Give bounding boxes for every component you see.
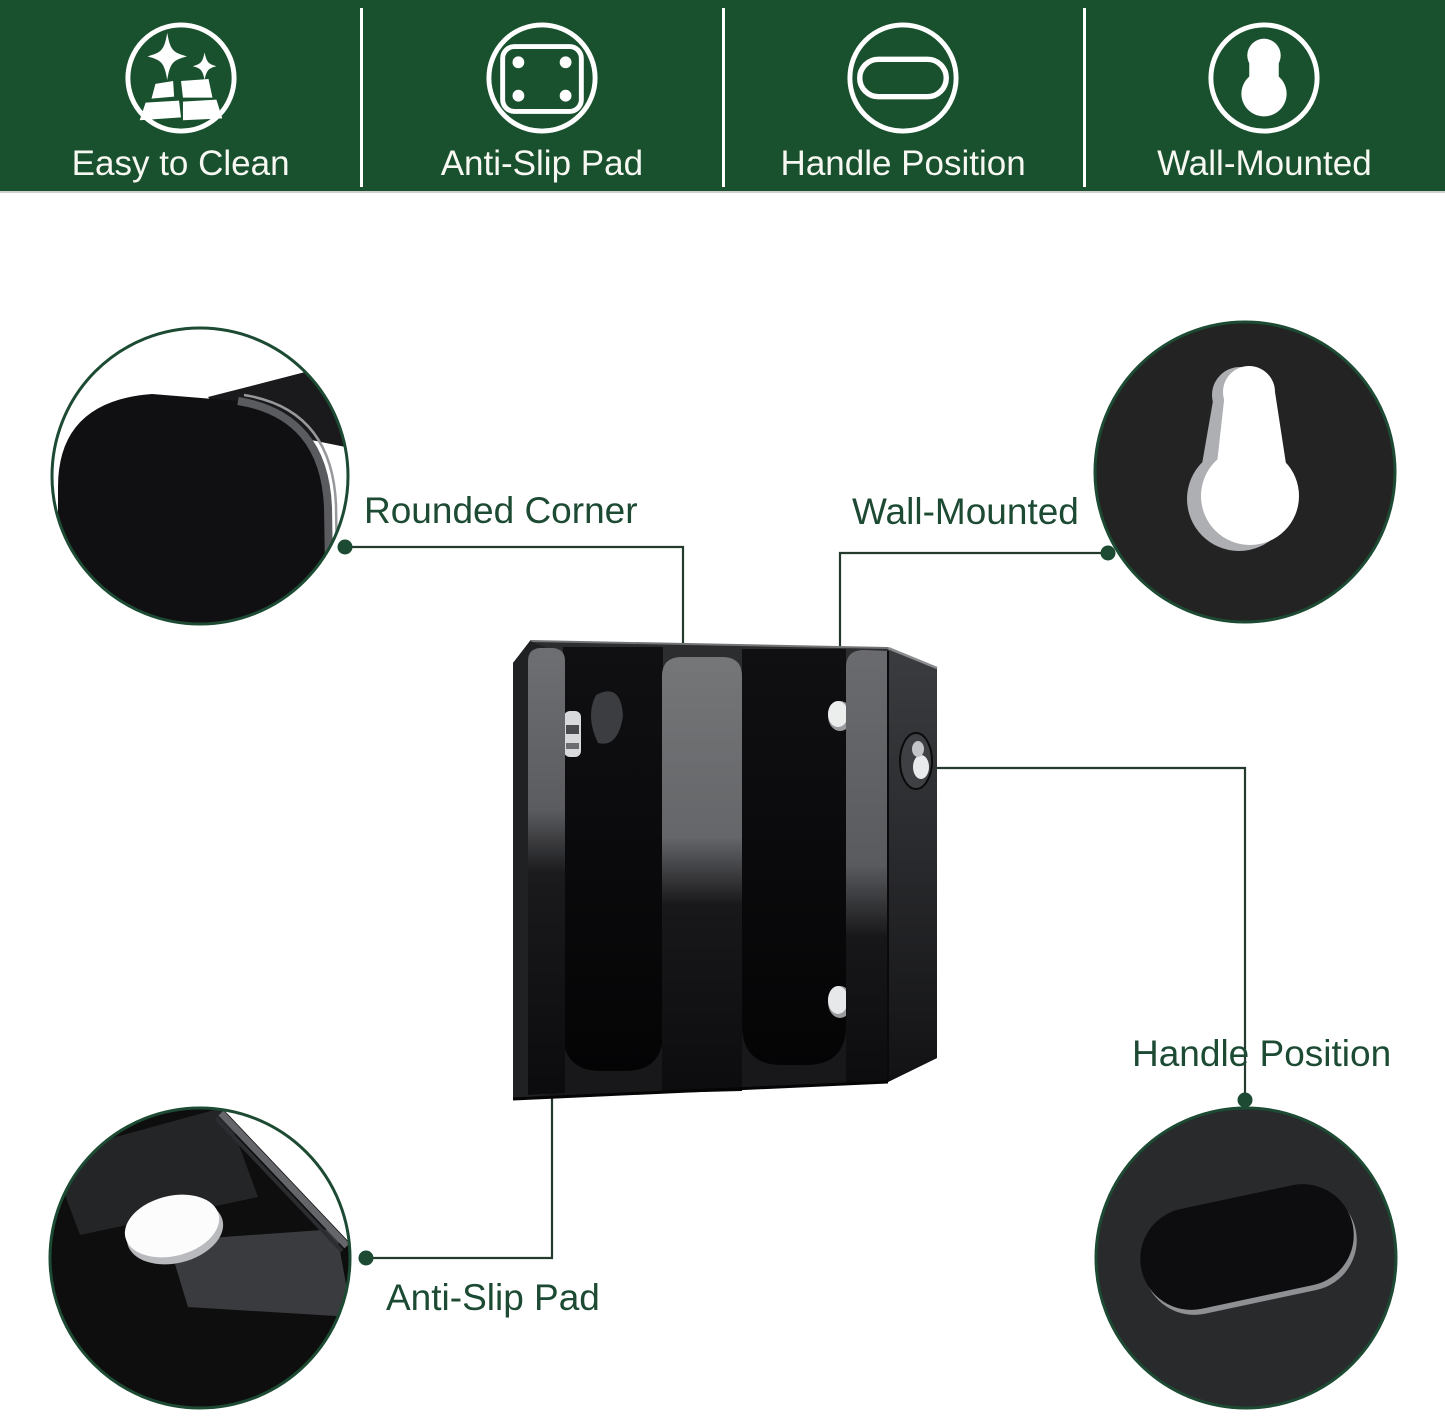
main-area: Rounded Corner Wall-Mounted Anti-Slip Pa… [0,195,1445,1423]
callout-label-rounded-corner: Rounded Corner [364,490,638,531]
rounded-corner-closeup-circle [50,326,350,626]
connector-dots [337,539,1253,1266]
banner-item-label: Anti-Slip Pad [440,144,644,183]
product-scene [48,320,1398,1410]
banner-item-label: Wall-Mounted [1157,144,1372,183]
connector-dot [1100,545,1116,561]
handle-slot-icon [847,22,959,134]
connector-dot [337,539,353,555]
banner-item-wall-mounted: Wall-Mounted [1082,0,1445,191]
connector-dot [1237,1092,1253,1108]
connector-line-anti-slip-pad [366,1097,554,1260]
sparkle-clean-icon [125,22,237,134]
feature-banner: Easy to Clean Anti-Slip Pad Handle Posit… [0,0,1445,193]
anti-slip-pad-closeup-circle [48,1106,352,1410]
callout-label-handle-position: Handle Position [1132,1033,1392,1074]
keyhole-closeup-circle [1093,320,1397,624]
connector-line-handle-position [937,766,1247,1100]
callout-label-anti-slip-pad: Anti-Slip Pad [386,1277,600,1318]
banner-item-handle-position: Handle Position [721,0,1084,191]
banner-item-label: Handle Position [780,144,1026,183]
banner-item-anti-slip-pad: Anti-Slip Pad [360,0,722,191]
banner-item-easy-to-clean: Easy to Clean [0,0,361,191]
banner-item-label: Easy to Clean [71,144,290,183]
handle-closeup-circle [1094,1106,1398,1410]
connector-dot [358,1250,374,1266]
connector-line-rounded-corner [345,545,685,665]
callout-label-wall-mounted: Wall-Mounted [852,491,1079,532]
product-image [512,640,938,1101]
anti-slip-pad-icon [486,22,598,134]
keyhole-icon [1208,22,1320,134]
